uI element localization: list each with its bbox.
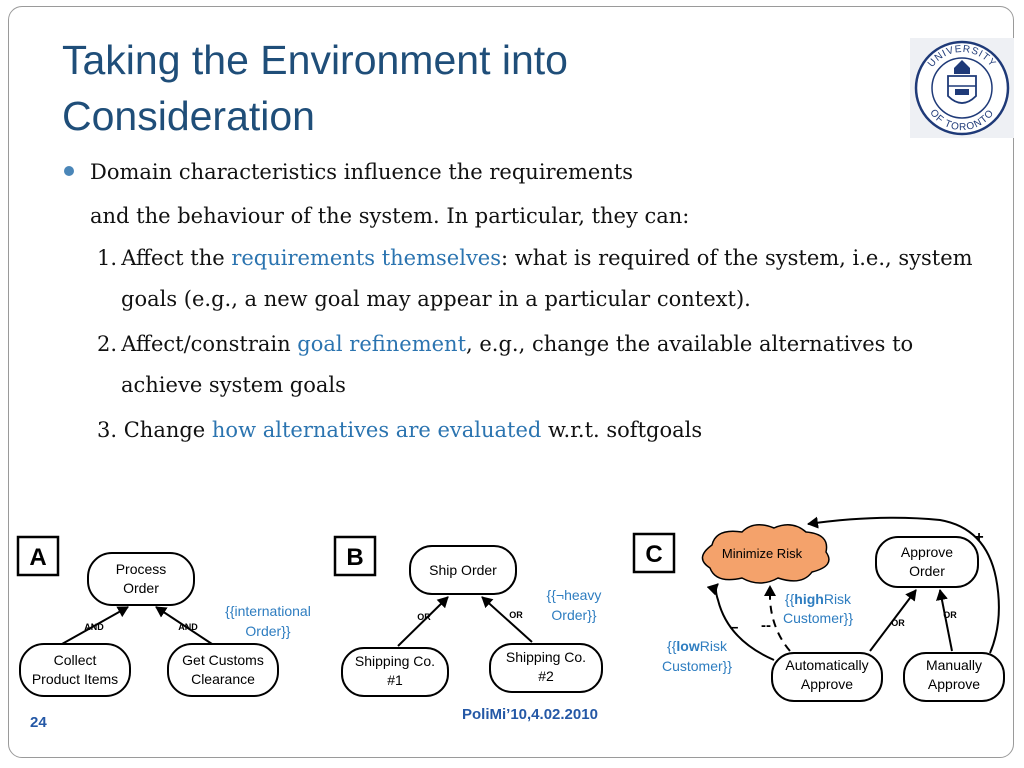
- list-item-1: 1. Affect the requirements themselves: w…: [62, 238, 982, 320]
- auto-approve-line-2: Approve: [801, 676, 853, 692]
- bullet-dot-icon: [64, 166, 74, 176]
- goal-collect-line-1: Collect: [54, 652, 97, 668]
- slide-frame: [8, 6, 1014, 758]
- shipping-co-1-line-1: Shipping Co.: [355, 653, 435, 669]
- auto-approve-line-1: Automatically: [785, 657, 868, 673]
- manual-approve-line-1: Manually: [926, 657, 982, 673]
- list-item-2: 2. Affect/constrain goal refinement, e.g…: [62, 324, 982, 406]
- slide-title: Taking the Environment into Consideratio…: [62, 32, 822, 144]
- and-label-right: AND: [178, 622, 198, 632]
- and-link-right: [155, 606, 213, 645]
- approve-order-line-1: Approve: [901, 544, 953, 560]
- slide-body: Domain characteristics influence the req…: [62, 150, 982, 451]
- diagram-b-label-box: [333, 535, 377, 577]
- diagram-a-label-box: [16, 535, 60, 577]
- item-text: Change: [117, 418, 212, 442]
- goal-process-order: [87, 552, 195, 606]
- diagram-a: A Process Order Collect Product Items Ge…: [16, 535, 311, 697]
- footer-text: PoliMi’10,4.02.2010: [462, 706, 598, 723]
- or-link-manual: [936, 589, 953, 652]
- context-heavy-line-2: Order}}: [551, 607, 596, 623]
- page-number: 24: [30, 714, 47, 731]
- diagram-b: B Ship Order Shipping Co. #1 Shipping Co…: [333, 535, 603, 697]
- diagram-b-label: B: [346, 544, 363, 571]
- item-number: 2.: [97, 332, 118, 356]
- and-label-left: AND: [84, 622, 104, 632]
- university-of-toronto-logo: UNIVERSITY OF TORONTO: [910, 38, 1014, 138]
- title-line-2: Consideration: [62, 93, 315, 139]
- goal-get-customs-clearance: [167, 643, 279, 697]
- item-highlight: goal refinement: [297, 332, 467, 356]
- contribution-minus-label: –: [730, 619, 739, 636]
- or-label-left: OR: [417, 612, 431, 622]
- diagram-a-label: A: [29, 544, 46, 571]
- goal-customs-line-1: Get Customs: [182, 652, 264, 668]
- diagram-c-label-box: [632, 532, 676, 574]
- or-label-auto: OR: [891, 618, 905, 628]
- item-highlight: requirements themselves: [231, 246, 502, 270]
- shipping-co-2-line-2: #2: [538, 668, 554, 684]
- goal-ship-order-label: Ship Order: [429, 562, 497, 578]
- context-heavy-line-1: {{¬heavy: [547, 587, 602, 603]
- goal-shipping-co-2: [489, 643, 603, 693]
- context-high-risk-line-2: Customer}}: [783, 610, 853, 626]
- goal-model-diagrams: A Process Order Collect Product Items Ge…: [16, 516, 1005, 702]
- shipping-co-2-line-1: Shipping Co.: [506, 649, 586, 665]
- bullet: Domain characteristics influence the req…: [62, 150, 982, 238]
- goal-process-order-line-1: Process: [116, 561, 167, 577]
- contribution-auto-double-minus: [764, 585, 791, 652]
- goal-manually-approve: [903, 652, 1005, 702]
- goal-approve-order: [875, 536, 979, 588]
- item-highlight: how alternatives are evaluated: [211, 418, 542, 442]
- context-high-risk-line-1: {{highRisk: [785, 591, 852, 607]
- item-text: w.r.t. softgoals: [541, 418, 703, 442]
- item-text: , e.g., change the available alternative…: [121, 332, 914, 397]
- or-label-right: OR: [509, 610, 523, 620]
- item-text: Affect the: [121, 246, 232, 270]
- diagram-c: C Minimize Risk Approve Order Automatica…: [632, 516, 1005, 702]
- goal-ship-order: [409, 545, 517, 595]
- list-item-3: 3. Change how alternatives are evaluated…: [62, 410, 982, 451]
- or-link-left: [397, 596, 449, 647]
- item-number: 1.: [97, 246, 118, 270]
- goal-process-order-line-2: Order: [123, 580, 159, 596]
- or-link-right: [481, 596, 533, 643]
- bullet-text-line-2: and the behaviour of the system. In part…: [90, 204, 690, 228]
- softgoal-minimize-risk: [701, 524, 830, 584]
- context-low-risk-line-2: Customer}}: [662, 658, 732, 674]
- goal-collect-line-2: Product Items: [32, 671, 118, 687]
- approve-order-line-2: Order: [909, 563, 945, 579]
- contribution-auto-minus: [706, 583, 775, 661]
- bullet-text-line-1: Domain characteristics influence the req…: [90, 160, 634, 184]
- goal-customs-line-2: Clearance: [191, 671, 255, 687]
- item-number: 3.: [97, 418, 118, 442]
- contribution-plus-label: +: [974, 529, 983, 546]
- context-low-risk-line-1: {{lowRisk: [667, 638, 728, 654]
- softgoal-label: Minimize Risk: [722, 546, 803, 561]
- item-text: Affect/constrain: [121, 332, 298, 356]
- goal-shipping-co-1: [341, 647, 449, 697]
- item-text: : what is required of the system, i.e., …: [121, 246, 973, 311]
- title-line-1: Taking the Environment into: [62, 37, 568, 83]
- goal-collect-product-items: [19, 643, 131, 697]
- and-link-left: [61, 606, 129, 645]
- contribution-double-minus-label: --: [761, 617, 771, 634]
- diagram-c-label: C: [645, 541, 662, 568]
- contribution-manual-plus: [807, 516, 1000, 654]
- or-label-manual: OR: [943, 610, 957, 620]
- or-link-auto: [869, 589, 917, 652]
- manual-approve-line-2: Approve: [928, 676, 980, 692]
- goal-automatically-approve: [771, 652, 883, 702]
- shipping-co-1-line-2: #1: [387, 672, 403, 688]
- context-international-line-1: {{international: [225, 603, 311, 619]
- context-international-line-2: Order}}: [245, 623, 290, 639]
